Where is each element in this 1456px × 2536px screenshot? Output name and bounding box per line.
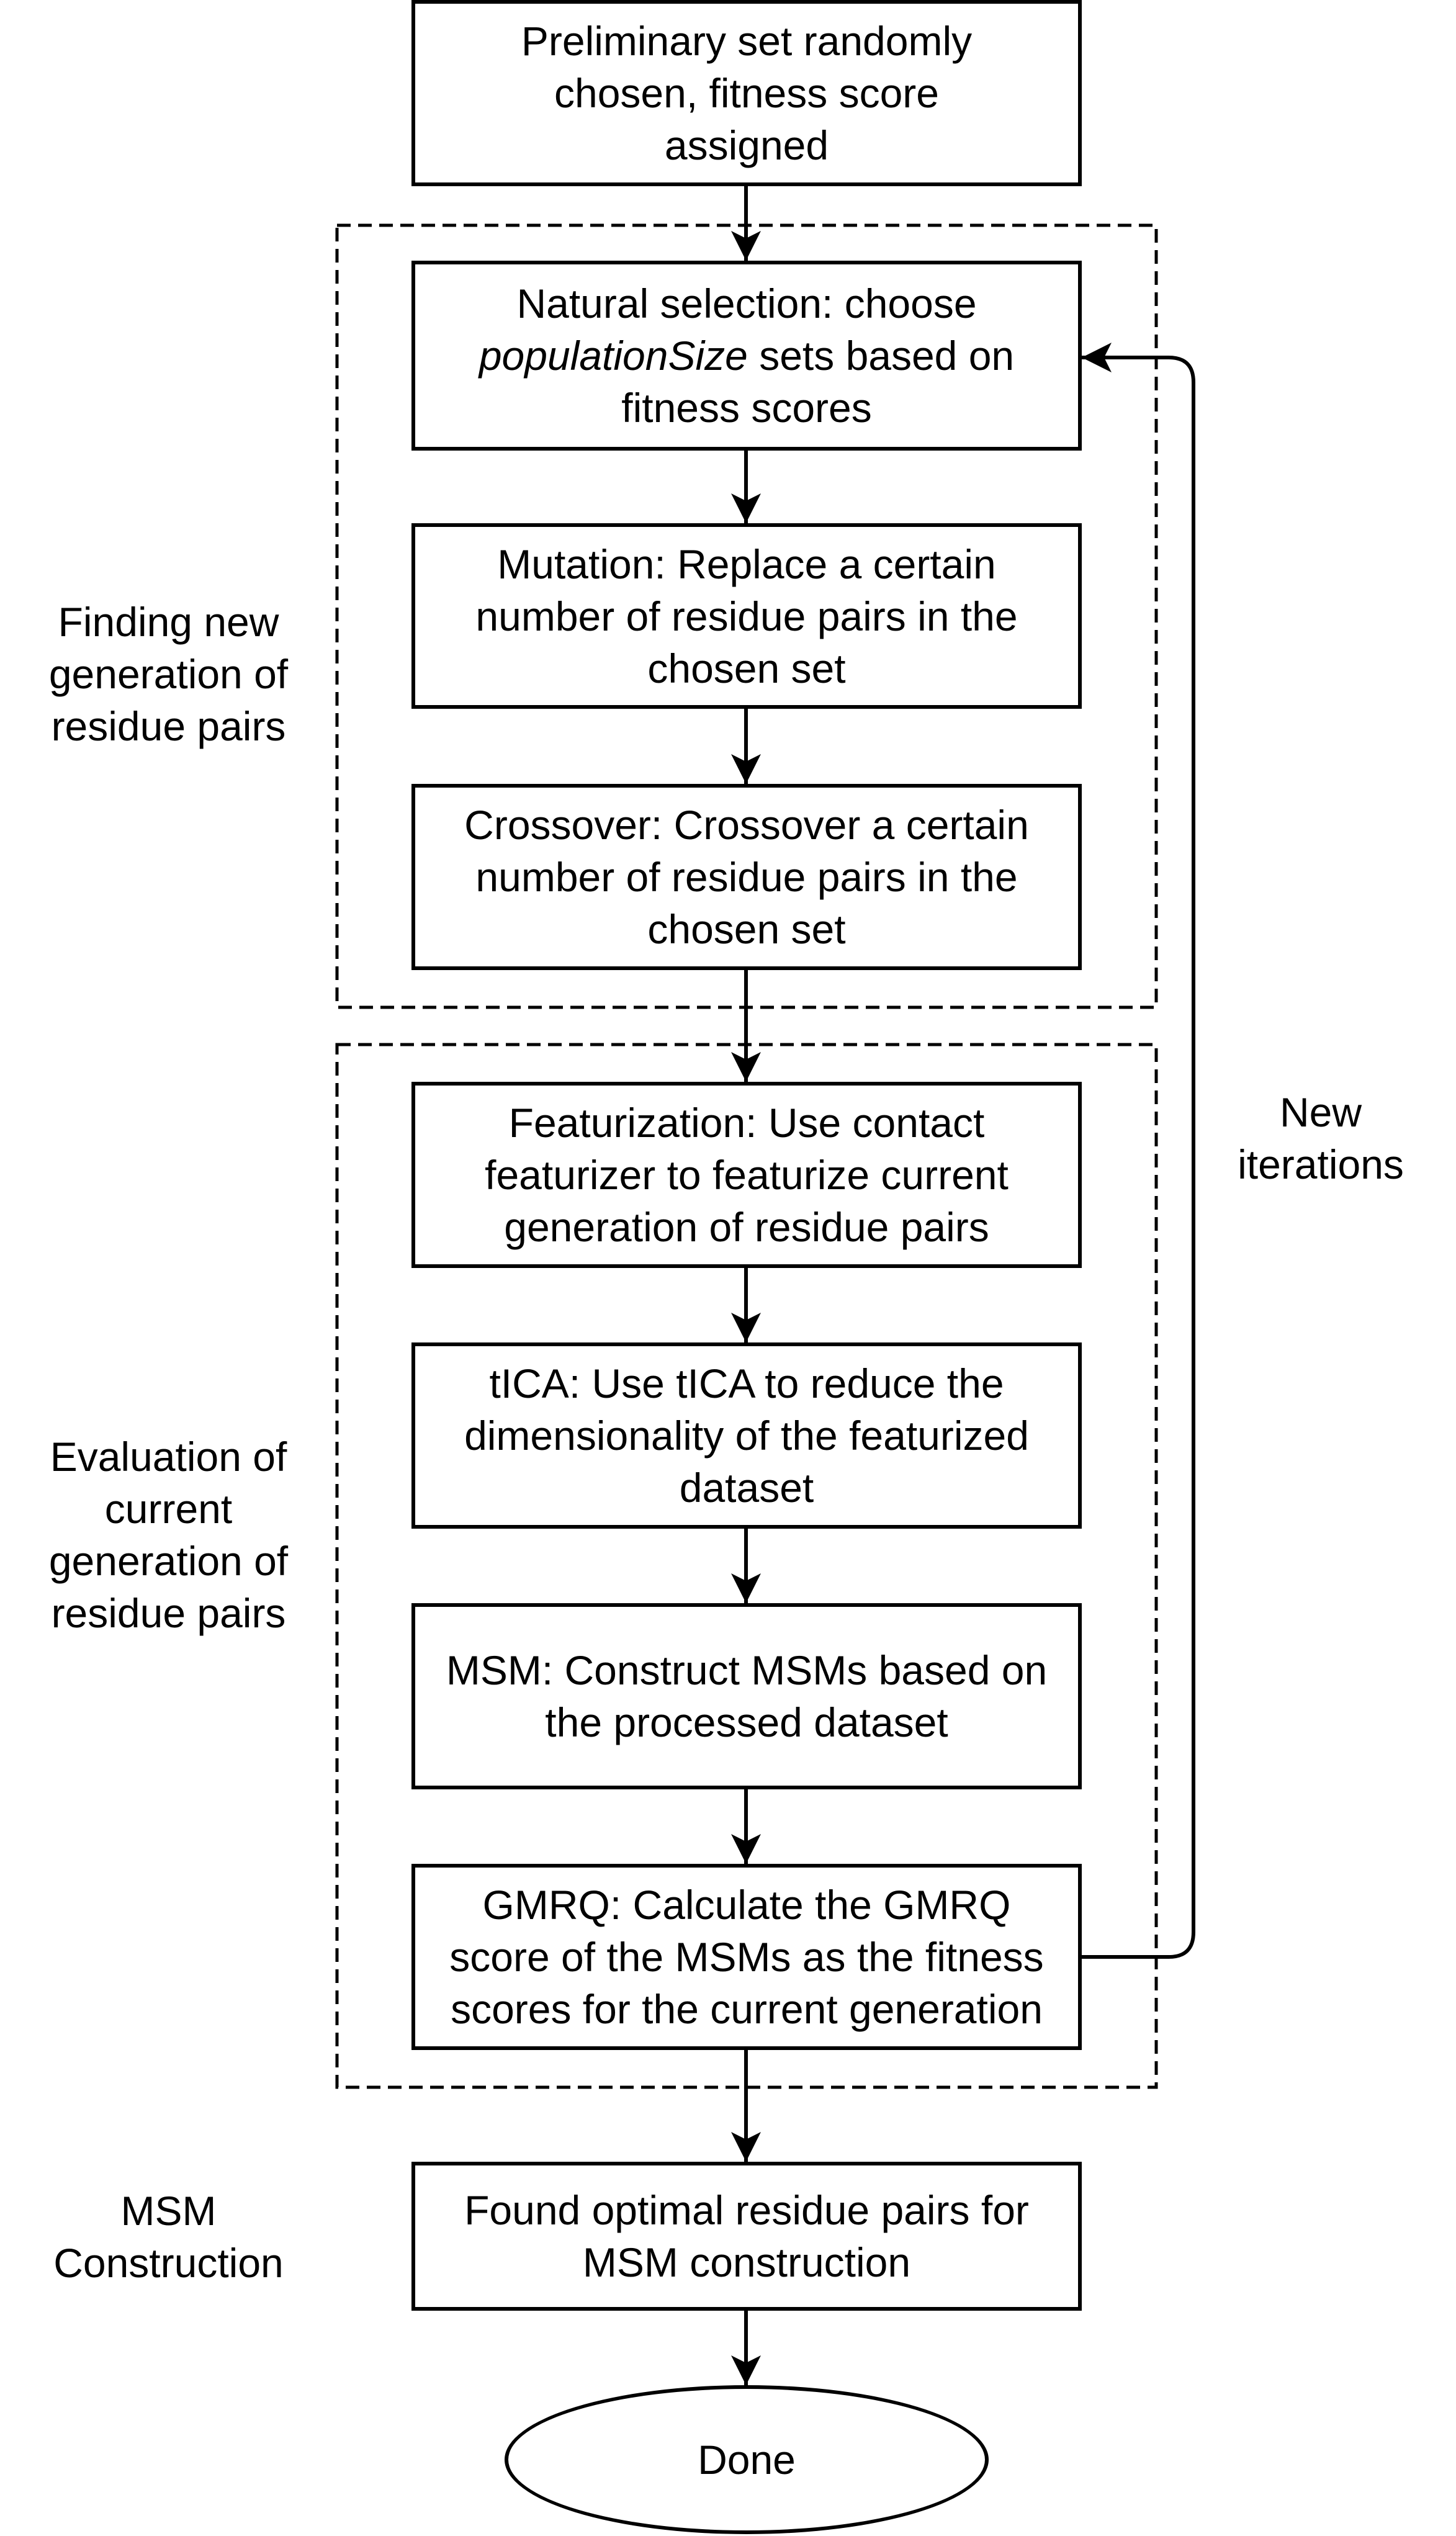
step-preliminary-text: Preliminary set randomly chosen, fitness… [521, 18, 973, 168]
step-msm-text: MSM: Construct MSMs based on the process… [446, 1647, 1048, 1745]
group-label-finding: Finding new generation of residue pairs [48, 599, 289, 749]
step-gmrq: GMRQ: Calculate the GMRQ score of the MS… [411, 1864, 1082, 2050]
step-natural-selection-text: Natural selection: choose populationSize… [436, 277, 1057, 434]
step-natural-selection: Natural selection: choose populationSize… [411, 261, 1082, 451]
loop-arrow-gmrq-to-selection [1082, 356, 1195, 1959]
step-mutation-text: Mutation: Replace a certain number of re… [475, 541, 1018, 691]
loop-label-new-iterations: New iterations [1238, 1089, 1404, 1187]
step-found-optimal-text: Found optimal residue pairs for MSM cons… [464, 2187, 1029, 2285]
step-featurization: Featurization: Use contact featurizer to… [411, 1082, 1082, 1268]
step-gmrq-text: GMRQ: Calculate the GMRQ score of the MS… [449, 1882, 1044, 2032]
group-label-msm-construction: MSM Construction [53, 2188, 284, 2286]
natural-selection-prefix: Natural selection: choose [516, 281, 977, 326]
natural-selection-suffix: sets based on fitness scores [621, 333, 1015, 431]
step-tica: tICA: Use tICA to reduce the dimensional… [411, 1342, 1082, 1529]
step-found-optimal: Found optimal residue pairs for MSM cons… [411, 2162, 1082, 2311]
terminal-done-text: Done [698, 2437, 796, 2483]
step-featurization-text: Featurization: Use contact featurizer to… [485, 1100, 1009, 1250]
terminal-done: Done [505, 2385, 989, 2534]
step-preliminary: Preliminary set randomly chosen, fitness… [411, 0, 1082, 186]
step-tica-text: tICA: Use tICA to reduce the dimensional… [464, 1360, 1029, 1511]
population-size-variable: populationSize [479, 333, 748, 379]
step-crossover-text: Crossover: Crossover a certain number of… [464, 802, 1029, 952]
group-label-evaluation: Evaluation of current generation of resi… [48, 1434, 289, 1636]
step-crossover: Crossover: Crossover a certain number of… [411, 784, 1082, 970]
step-mutation: Mutation: Replace a certain number of re… [411, 523, 1082, 709]
step-msm: MSM: Construct MSMs based on the process… [411, 1603, 1082, 1789]
